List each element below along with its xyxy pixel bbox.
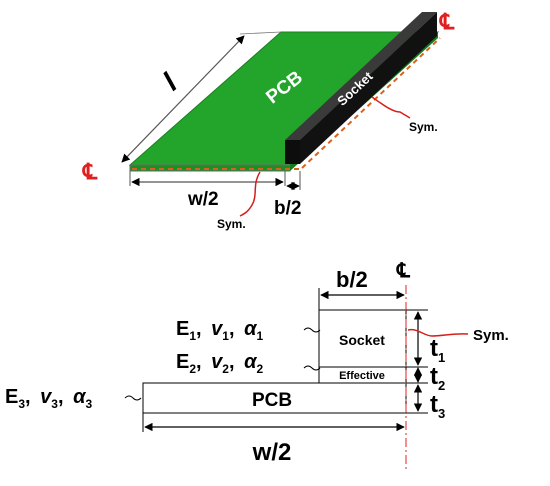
b-half-label-top: b/2 bbox=[274, 198, 301, 219]
t3-label: t3 bbox=[430, 391, 445, 421]
socket-top-face bbox=[285, 12, 437, 140]
layer2-leader bbox=[303, 365, 321, 371]
b-half-label-bottom: b/2 bbox=[336, 267, 368, 292]
length-label: l bbox=[157, 67, 184, 97]
sym-right-leader bbox=[371, 96, 411, 119]
socket-layer-label: Socket bbox=[339, 332, 385, 348]
isometric-view: Socket PCB l w/2 b/2 Sym. Sym. ℄ ℄ bbox=[82, 9, 455, 231]
socket-front-face bbox=[285, 140, 300, 164]
sym-leader-bottom bbox=[407, 328, 469, 337]
centerline-icon: ℄ bbox=[396, 260, 411, 282]
sym-bottom-label: Sym. bbox=[217, 217, 246, 231]
w-half-label-bottom: w/2 bbox=[252, 439, 292, 466]
centerline-right-icon: ℄ bbox=[439, 9, 455, 34]
socket-layer-rect bbox=[318, 309, 407, 368]
layer1-props: E1, v1, α1 bbox=[176, 318, 264, 343]
layer3-leader bbox=[124, 395, 142, 401]
t1-label: t1 bbox=[430, 335, 445, 365]
t2-label: t2 bbox=[430, 363, 445, 393]
pcb-layer-label: PCB bbox=[252, 390, 292, 411]
solder-dash-side bbox=[301, 37, 441, 169]
pcb-layer-rect bbox=[142, 382, 407, 414]
length-dim-line bbox=[121, 35, 245, 163]
layer1-leader bbox=[303, 327, 321, 333]
effective-layer-label: Effective bbox=[339, 370, 385, 382]
w-half-label-top: w/2 bbox=[187, 189, 219, 210]
sym-bottom-leader bbox=[239, 171, 261, 217]
sym-right-label: Sym. bbox=[409, 120, 438, 134]
layer2-props: E2, v2, α2 bbox=[176, 351, 264, 376]
length-ext-top bbox=[239, 31, 282, 35]
sym-label-bottom: Sym. bbox=[473, 327, 509, 344]
socket-side-face bbox=[300, 12, 437, 164]
centerline-left-icon: ℄ bbox=[82, 159, 98, 184]
cross-section-view: PCB Effective Socket ℄ b/2 w/2 t1 t bbox=[5, 260, 509, 470]
layer3-props: E3, v3, α3 bbox=[5, 386, 93, 411]
